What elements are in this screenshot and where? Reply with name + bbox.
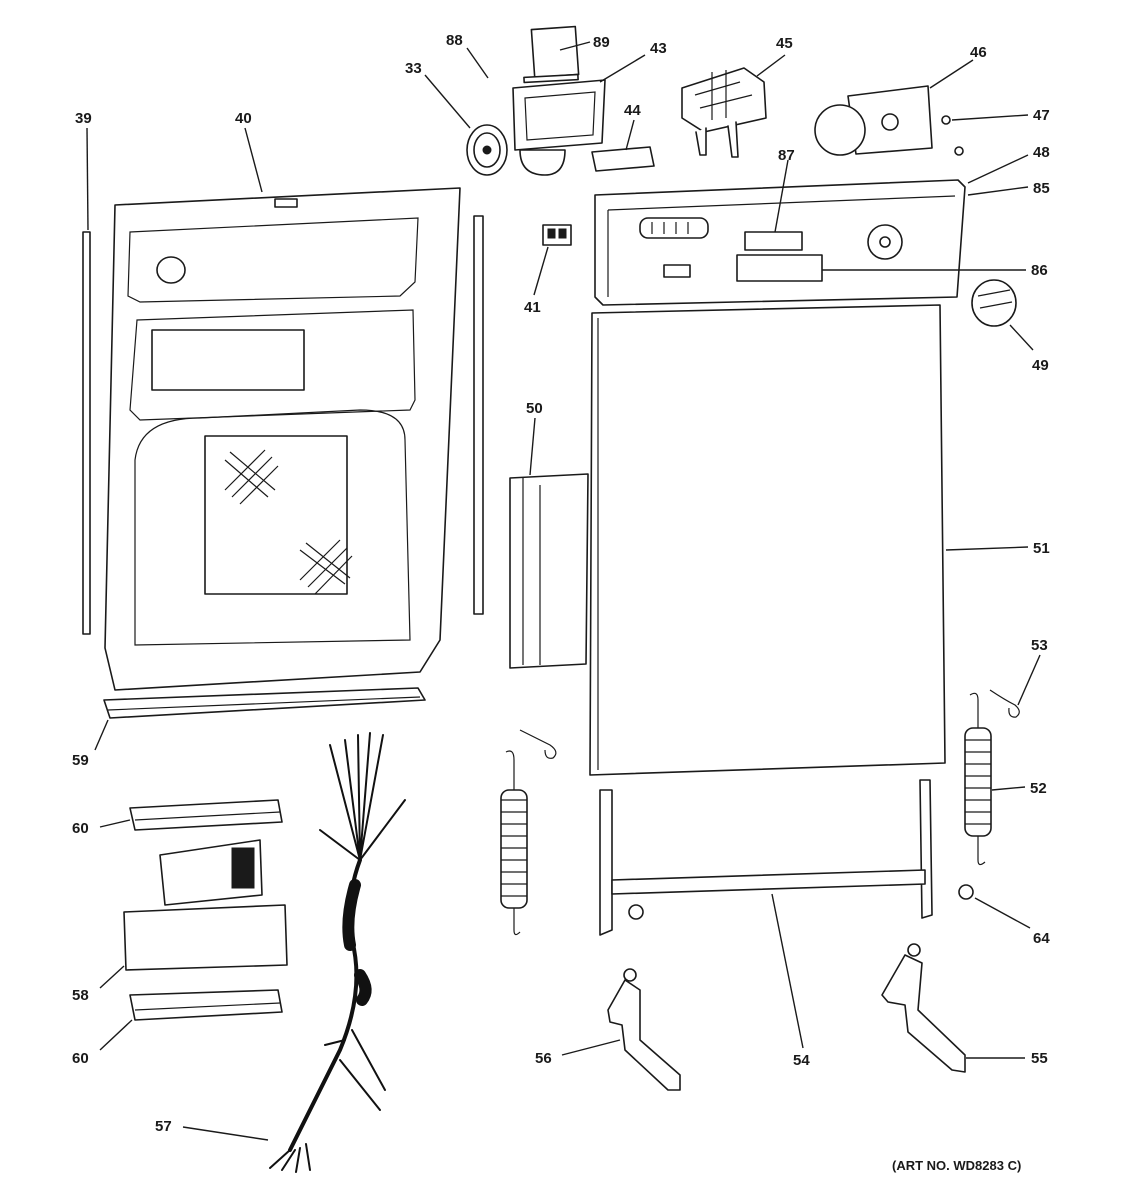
callout-89: 89 — [593, 34, 610, 51]
callout-86: 86 — [1031, 262, 1048, 279]
part-40-inner-door-panel — [104, 187, 461, 691]
callout-49: 49 — [1032, 357, 1049, 374]
part-45-latch-assembly — [681, 67, 767, 158]
callout-87: 87 — [778, 147, 795, 164]
part-41-switch — [542, 224, 572, 246]
callout-57: 57 — [155, 1118, 172, 1135]
part-55-hinge-arm — [881, 943, 966, 1073]
part-58-dispenser — [123, 839, 288, 971]
callout-33: 33 — [405, 60, 422, 77]
leader-lines — [86, 41, 1041, 1141]
part-88-89-filter — [523, 25, 580, 84]
part-40-side-strip — [473, 215, 484, 615]
callout-43: 43 — [650, 40, 667, 57]
part-51-outer-door-panel — [589, 304, 946, 776]
part-52-springs — [500, 692, 992, 936]
callout-50: 50 — [526, 400, 543, 417]
part-33-fan — [466, 124, 508, 176]
callout-47: 47 — [1033, 107, 1050, 124]
callout-60-bottom: 60 — [72, 1050, 89, 1067]
part-39-gasket-strip — [82, 231, 91, 635]
callout-58: 58 — [72, 987, 89, 1004]
callout-45: 45 — [776, 35, 793, 52]
part-57-wire-harness — [269, 732, 406, 1173]
callout-56: 56 — [535, 1050, 552, 1067]
callout-52: 52 — [1030, 780, 1047, 797]
callout-39: 39 — [75, 110, 92, 127]
part-60-bracket-bottom — [129, 989, 283, 1021]
callout-54: 54 — [793, 1052, 810, 1069]
callout-64: 64 — [1033, 930, 1050, 947]
callout-44: 44 — [624, 102, 641, 119]
part-46-motor — [814, 85, 933, 156]
part-53-hooks — [519, 689, 1020, 759]
callout-60-top: 60 — [72, 820, 89, 837]
part-43-vent-housing — [512, 79, 606, 176]
part-59-bottom-trim — [103, 687, 426, 719]
callout-55: 55 — [1031, 1050, 1048, 1067]
callout-53: 53 — [1031, 637, 1048, 654]
callout-40: 40 — [235, 110, 252, 127]
callout-51: 51 — [1033, 540, 1050, 557]
part-44-block — [591, 146, 655, 172]
part-60-bracket-top — [129, 799, 283, 831]
art-number: (ART NO. WD8283 C) — [892, 1158, 1021, 1173]
part-54-hinge-assembly — [599, 779, 974, 936]
part-47-screws — [941, 115, 964, 156]
callout-59: 59 — [72, 752, 89, 769]
callout-46: 46 — [970, 44, 987, 61]
callout-labels: 39 40 33 88 89 43 44 45 46 47 48 85 87 8… — [72, 32, 1050, 1135]
callout-41: 41 — [524, 299, 541, 316]
callout-85: 85 — [1033, 180, 1050, 197]
part-56-hinge-arm — [607, 968, 681, 1091]
part-50-side-trim — [509, 473, 589, 669]
part-85-control-panel — [594, 179, 966, 306]
callout-48: 48 — [1033, 144, 1050, 161]
callout-88: 88 — [446, 32, 463, 49]
part-49-knob — [971, 279, 1017, 327]
